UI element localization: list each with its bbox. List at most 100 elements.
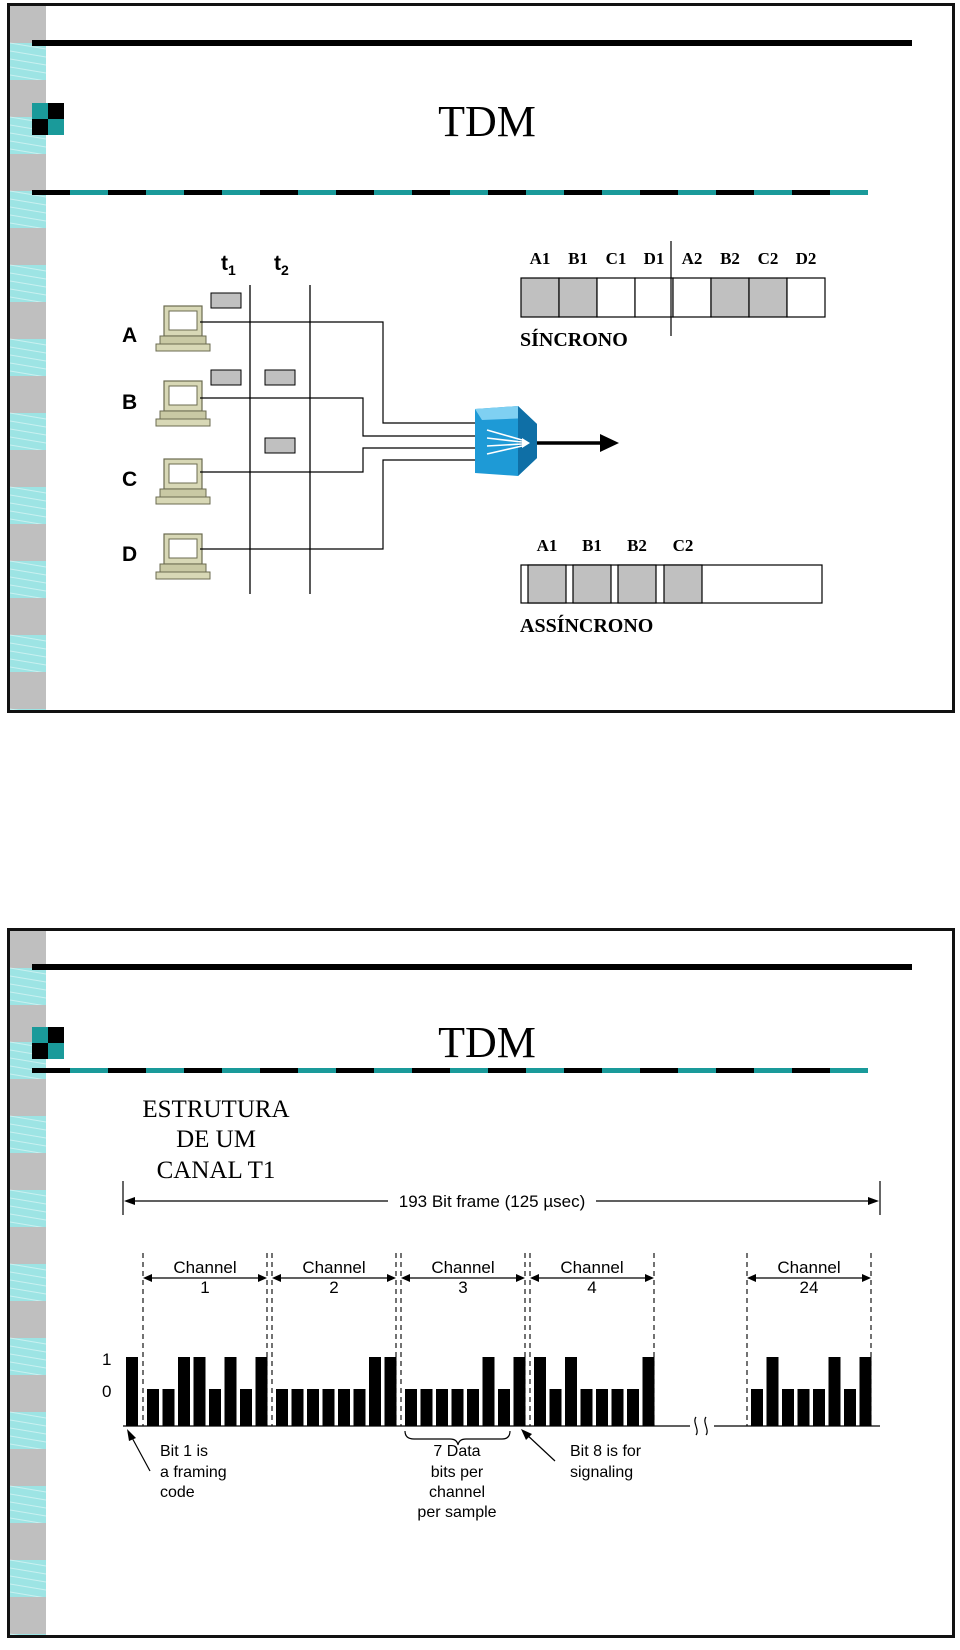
bit-pulse (627, 1389, 639, 1426)
signaling-note-line-2: signaling (570, 1464, 633, 1481)
sync-slot-label: A2 (682, 249, 703, 268)
async-slot (663, 564, 703, 604)
channel-label: Channel (173, 1258, 236, 1277)
bit-pulse (451, 1389, 464, 1426)
framing-bit-pulse (126, 1357, 138, 1426)
bit-pulse (766, 1357, 779, 1426)
sync-slot (596, 277, 636, 318)
bit-pulse (224, 1357, 237, 1426)
sync-slot-label: D2 (796, 249, 817, 268)
packet-c-t2 (264, 437, 296, 454)
channel-number: 4 (587, 1278, 596, 1297)
bit-pulse (498, 1389, 510, 1426)
data-note-line-3: channel (429, 1484, 485, 1501)
bit-pulse (307, 1389, 319, 1426)
channel-label: Channel (302, 1258, 365, 1277)
packet-b-t2 (264, 369, 296, 386)
sync-slot-label: C2 (758, 249, 779, 268)
arrow-right-icon (258, 1274, 267, 1282)
arrow-right-icon (516, 1274, 525, 1282)
bit-pulse (813, 1389, 825, 1426)
bit-pulse (534, 1357, 546, 1426)
slide-bullet-icon (32, 1027, 64, 1059)
bit-pulse (255, 1357, 268, 1426)
bit-pulse (338, 1389, 350, 1426)
channel-number: 3 (458, 1278, 467, 1297)
arrow-left-icon (143, 1274, 152, 1282)
sync-slot (558, 277, 598, 318)
title-divider (32, 1068, 868, 1073)
top-rule (32, 40, 912, 46)
channel-label: Channel (777, 1258, 840, 1277)
bit-pulse (291, 1389, 304, 1426)
async-slot (572, 564, 612, 604)
bit-pulse (611, 1389, 624, 1426)
arrow-left-icon (272, 1274, 281, 1282)
bit-pulse (276, 1389, 288, 1426)
bit-pulse (859, 1357, 872, 1426)
arrow-left-icon (401, 1274, 410, 1282)
station-label-a: A (122, 324, 137, 347)
bit-pulse (596, 1389, 608, 1426)
channel-number: 24 (800, 1278, 819, 1297)
break-marker-icon (694, 1416, 708, 1436)
bit-pulse (844, 1389, 856, 1426)
sync-slot (672, 277, 712, 318)
arrow-left-icon (124, 1197, 135, 1205)
bit-pulse (369, 1357, 381, 1426)
framing-note-line-3: code (160, 1484, 195, 1501)
bit-pulse (436, 1389, 448, 1426)
wire-a (200, 321, 475, 424)
sync-slot-label: C1 (606, 249, 627, 268)
sync-slot (634, 277, 674, 318)
sync-slot (748, 277, 788, 318)
async-label: ASSÍNCRONO (520, 614, 653, 637)
slide-2-canvas: TDM ESTRUTURA DE UM CANAL T1 193 Bit fra… (10, 931, 912, 1635)
async-slot (617, 564, 657, 604)
slide-2: TDM ESTRUTURA DE UM CANAL T1 193 Bit fra… (7, 928, 955, 1638)
title-divider (32, 190, 868, 195)
data-packets (210, 292, 296, 454)
arrow-right-icon (537, 434, 619, 452)
signaling-note-line-1: Bit 8 is for (570, 1443, 642, 1460)
arrow-right-icon (862, 1274, 871, 1282)
bit-pulses (126, 1357, 872, 1426)
connection-wires (200, 321, 475, 550)
time-label-t2: t2 (274, 252, 289, 278)
top-rule (32, 964, 912, 970)
structure-label-line-2: DE UM (176, 1126, 256, 1153)
bit-pulse (642, 1357, 655, 1426)
async-slot-label: C2 (673, 536, 694, 555)
data-bits-brace (404, 1430, 511, 1446)
data-note-line-2: bits per (431, 1464, 484, 1481)
bit-pulse (405, 1389, 417, 1426)
time-label-t1: t1 (221, 252, 236, 278)
bit-pulse (797, 1389, 810, 1426)
bit-pulse (467, 1389, 479, 1426)
sync-slot-label: B2 (720, 249, 740, 268)
bit-pulse (353, 1389, 366, 1426)
bit-pulse (162, 1389, 175, 1426)
data-note-line-4: per sample (417, 1504, 496, 1521)
wire-b (200, 397, 475, 437)
computer-icon (155, 380, 211, 427)
channel-number: 1 (200, 1278, 209, 1297)
side-stripe-decoration (10, 931, 47, 1635)
arrow-right-icon (868, 1197, 879, 1205)
sync-slot (520, 277, 560, 318)
async-slot-label: B1 (582, 536, 602, 555)
packet-a-t1 (210, 292, 242, 309)
bit-pulse (828, 1357, 841, 1426)
bit-pulse (751, 1389, 763, 1426)
signaling-annotation (521, 1429, 556, 1462)
framing-annotation (127, 1429, 151, 1472)
channel-label: Channel (431, 1258, 494, 1277)
slide-title: TDM (438, 1018, 536, 1067)
level-label-one: 1 (102, 1350, 111, 1369)
arrow-right-icon (645, 1274, 654, 1282)
computer-icon (155, 305, 211, 352)
computer-icon (155, 533, 211, 580)
sync-slot-label: D1 (644, 249, 665, 268)
bit-pulse (193, 1357, 206, 1426)
